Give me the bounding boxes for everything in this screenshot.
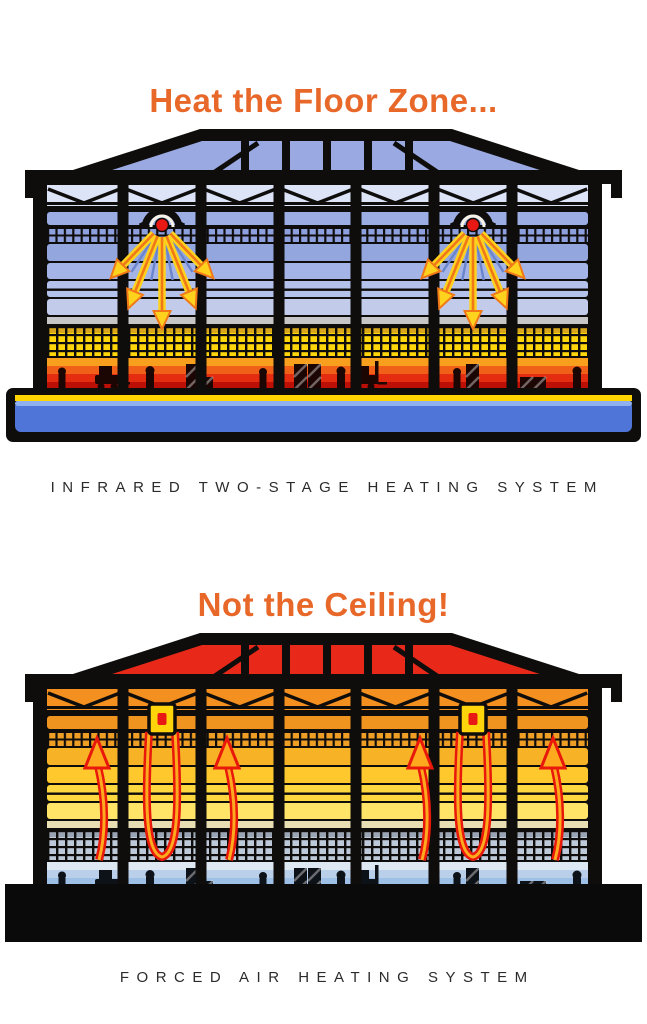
section-title-forced-air: Not the Ceiling! [197,586,450,623]
section-caption-infrared: INFRARED TWO-STAGE HEATING SYSTEM [50,479,604,496]
floor-slab [5,884,642,942]
unit-heater-right [458,702,488,736]
section-caption-forced-air: FORCED AIR HEATING SYSTEM [119,969,535,986]
infrared-building-diagram [6,128,641,442]
unit-heater-left [147,702,177,736]
forced-air-building-diagram [5,632,642,942]
section-title-infrared: Heat the Floor Zone... [149,82,498,119]
floor-slab [6,388,641,442]
